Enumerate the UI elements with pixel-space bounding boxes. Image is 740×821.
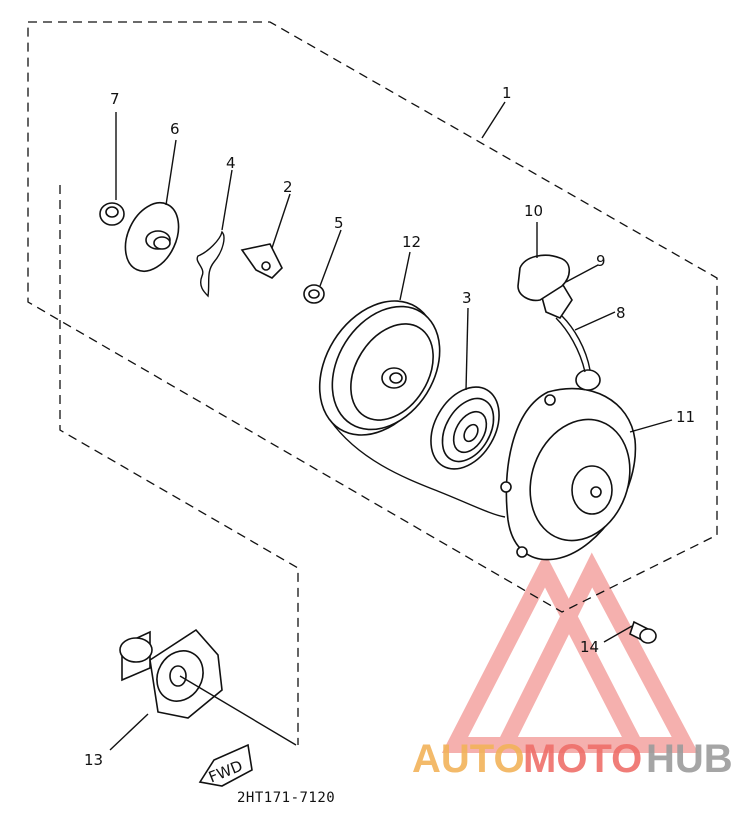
bolt-part-14 [603, 620, 657, 644]
svg-text:HUB: HUB [646, 737, 733, 781]
starter-pulley-part-13 [109, 628, 297, 751]
callout-13: 13 [84, 751, 103, 769]
recoil-spring-part-3 [430, 307, 500, 470]
callout-2: 2 [283, 178, 293, 196]
callout-9: 9 [596, 252, 606, 270]
callout-14: 14 [580, 638, 599, 656]
drive-plate-part-6 [124, 139, 180, 272]
starter-case-part-11 [500, 369, 673, 561]
callout-11: 11 [676, 408, 695, 426]
watermark-text: AUTO MOTO HUB [412, 737, 733, 781]
spring-clip-part-4 [196, 169, 233, 298]
fwd-arrow [198, 743, 253, 787]
callout-7: 7 [110, 90, 120, 108]
callout-4: 4 [226, 154, 236, 172]
watermark-logo [441, 552, 699, 753]
svg-text:MOTO: MOTO [523, 737, 642, 781]
spring-part-5 [303, 229, 342, 304]
callout-12: 12 [402, 233, 421, 251]
callout-8: 8 [616, 304, 626, 322]
rope-reel-part-12 [318, 251, 441, 436]
callout-10: 10 [524, 202, 543, 220]
callout-5: 5 [334, 214, 344, 232]
nut-part-7 [99, 112, 125, 226]
pulley-outline [59, 185, 299, 745]
drawing-code: 2HT171-7120 [237, 790, 335, 806]
callout-3: 3 [462, 289, 472, 307]
rope-part-8 [555, 311, 616, 373]
leader-1 [481, 101, 506, 139]
svg-text:AUTO: AUTO [412, 737, 525, 781]
callout-6: 6 [170, 120, 180, 138]
handle-part-10 [517, 222, 571, 302]
pawl-part-2 [240, 193, 291, 279]
callout-1: 1 [502, 84, 512, 102]
starter-rope [329, 419, 506, 518]
assembly-outline [27, 21, 718, 613]
